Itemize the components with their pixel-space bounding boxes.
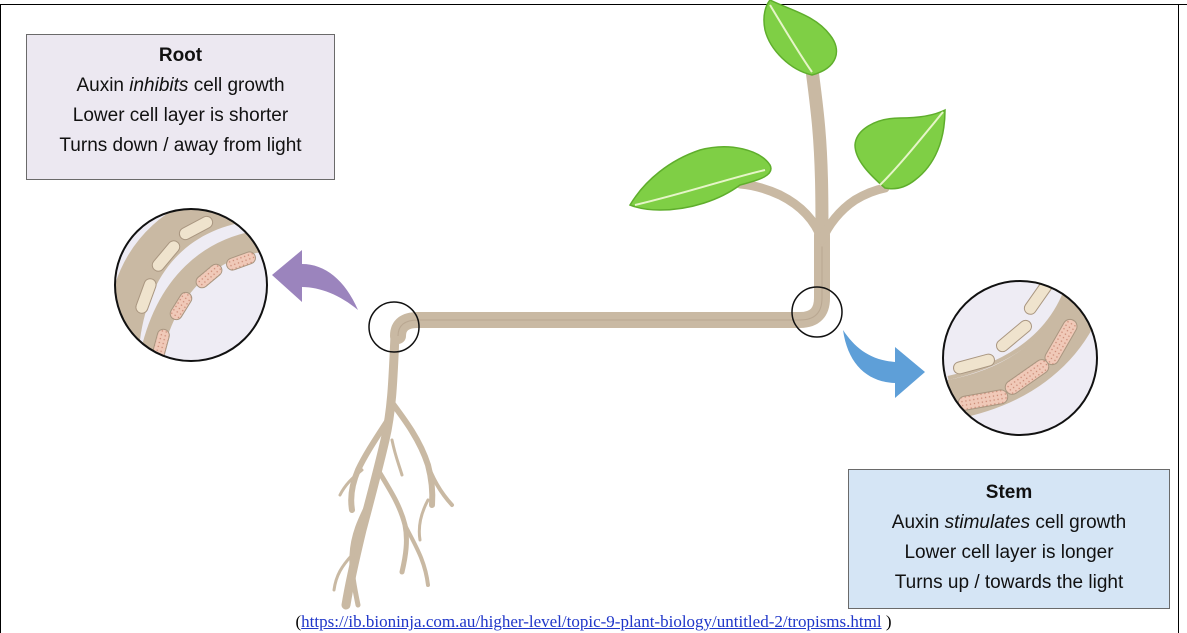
stem-branch-left: [740, 184, 822, 240]
stem-info-box: Stem Auxin stimulates cell growth Lower …: [848, 469, 1170, 609]
stem-upper: [812, 70, 822, 240]
root-line-1: Auxin inhibits cell growth: [27, 71, 334, 101]
root-title: Root: [27, 41, 334, 71]
source-link[interactable]: https://ib.bioninja.com.au/higher-level/…: [301, 612, 881, 631]
stem-arrow: [843, 330, 925, 398]
root-branch-9: [419, 500, 428, 540]
root-branch-10: [392, 440, 402, 475]
leaves: [630, 0, 945, 210]
stem-zoom-view: [940, 270, 1100, 440]
root-branch-6: [405, 525, 428, 585]
source-close-paren: ): [882, 612, 892, 631]
stem-line-3: Turns up / towards the light: [849, 568, 1169, 598]
leaf-right: [855, 110, 945, 189]
stem-line-1-post: cell growth: [1030, 512, 1126, 533]
source-citation: (https://ib.bioninja.com.au/higher-level…: [0, 612, 1187, 632]
stem-line-1: Auxin stimulates cell growth: [849, 508, 1169, 538]
root-info-box: Root Auxin inhibits cell growth Lower ce…: [26, 34, 335, 180]
root-arrow: [272, 250, 358, 310]
root-zoom-view: [110, 195, 275, 370]
root-line-1-pre: Auxin: [76, 75, 129, 96]
root-line-1-emphasis: inhibits: [129, 75, 188, 96]
root-line-2: Lower cell layer is shorter: [27, 101, 334, 131]
stem-branch-right: [822, 188, 885, 240]
plant-roots: [334, 335, 452, 605]
stem-line-1-pre: Auxin: [892, 512, 945, 533]
stem-title: Stem: [849, 478, 1169, 508]
stem-line-1-emphasis: stimulates: [945, 512, 1031, 533]
root-line-1-post: cell growth: [188, 75, 284, 96]
horizontal-stem: [398, 235, 822, 336]
root-line-3: Turns down / away from light: [27, 131, 334, 161]
root-branch-3: [378, 470, 406, 572]
stem-line-2: Lower cell layer is longer: [849, 538, 1169, 568]
